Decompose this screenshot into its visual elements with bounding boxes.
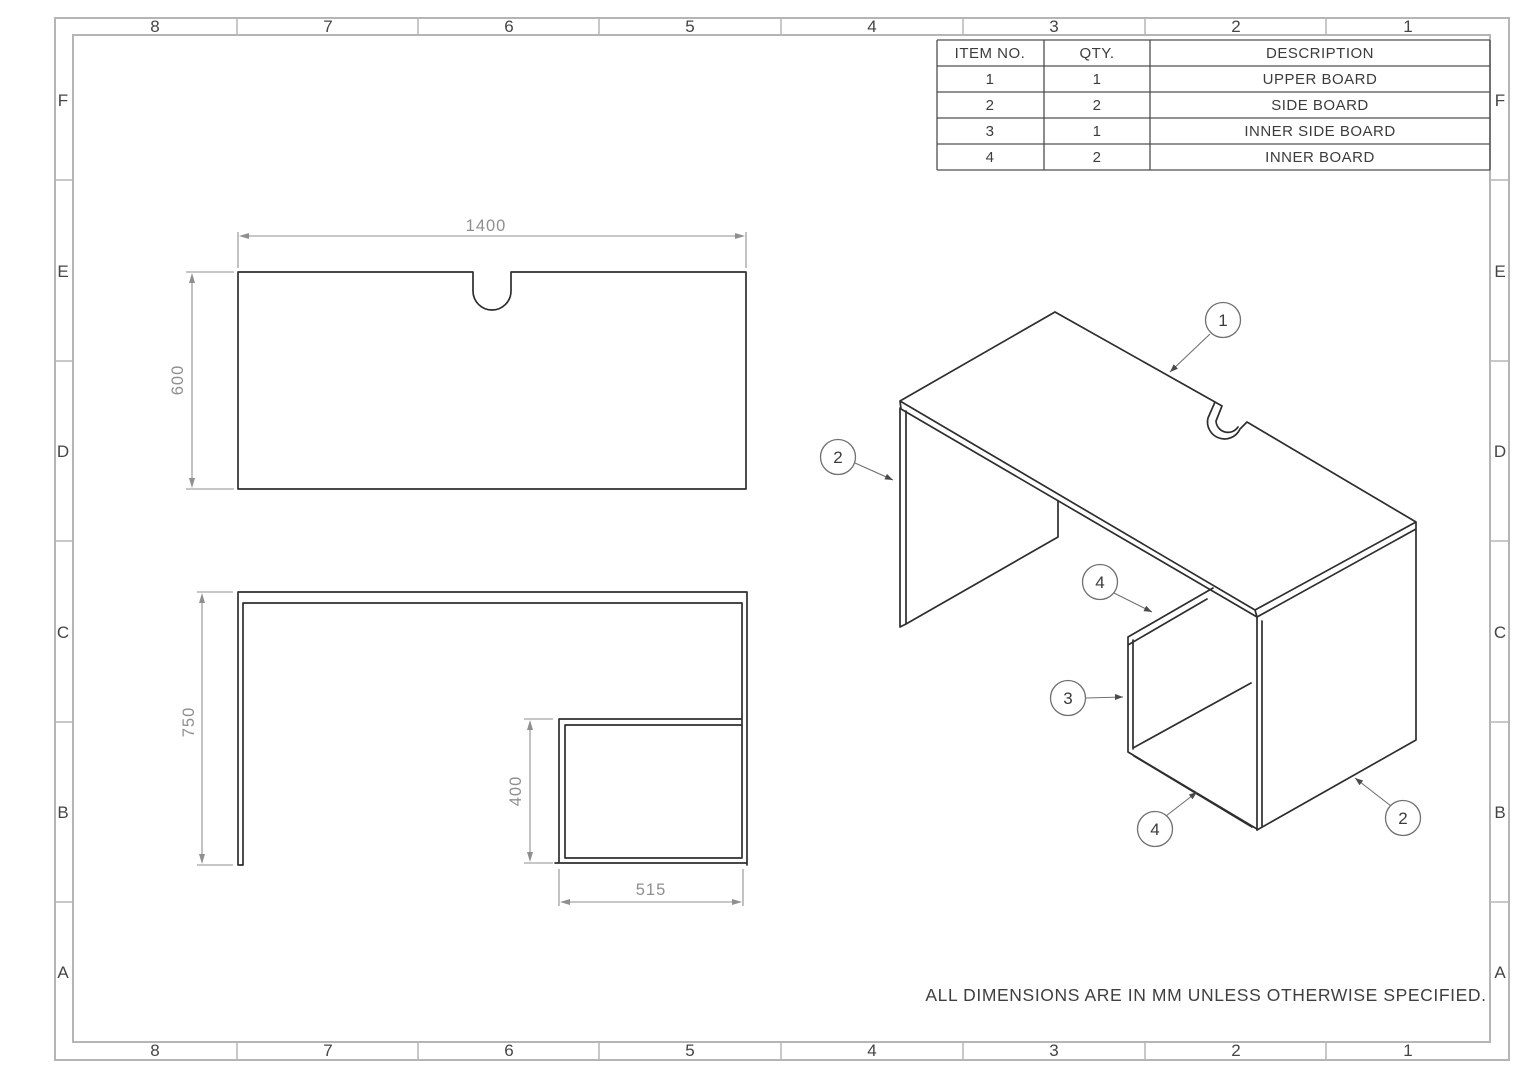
leader-arrowheads — [884, 364, 1364, 800]
zone-row-label: B — [1494, 803, 1505, 822]
zone-row-label: A — [57, 963, 69, 982]
zone-row-label: D — [1494, 442, 1506, 461]
balloon-callout-4-top: 4 — [1081, 563, 1119, 601]
balloon-number: 3 — [1063, 689, 1072, 708]
cabinet-iso — [1127, 587, 1258, 830]
table-cell: 1 — [1093, 71, 1102, 88]
zone-col-label: 6 — [504, 1041, 513, 1060]
table-cell: SIDE BOARD — [1271, 97, 1369, 114]
table-row: 3 1 INNER SIDE BOARD — [986, 123, 1396, 140]
zone-labels-top: 8 7 6 5 4 3 2 1 — [150, 17, 1412, 36]
zone-col-label: 7 — [323, 17, 332, 36]
balloon-leaders — [854, 333, 1392, 817]
table-header-cell: DESCRIPTION — [1266, 45, 1374, 62]
dimension-lines — [201, 600, 735, 903]
dimension-height: 750 — [180, 707, 198, 738]
extension-lines — [197, 591, 744, 906]
dimension-cabinet-width: 515 — [636, 881, 667, 899]
balloon-circle — [1049, 679, 1087, 717]
balloon-circle — [1136, 810, 1174, 848]
zone-col-label: 8 — [150, 17, 159, 36]
zone-col-label: 7 — [323, 1041, 332, 1060]
table-cell: UPPER BOARD — [1263, 71, 1378, 88]
zone-labels-left: F E D C B A — [57, 91, 69, 982]
zone-row-label: E — [1494, 262, 1505, 281]
balloon-callout-3: 3 — [1049, 679, 1087, 717]
zone-col-label: 5 — [685, 1041, 694, 1060]
top-view: 1400 600 — [169, 217, 747, 490]
upper-board-iso — [899, 311, 1417, 831]
isometric-view: 1 2 4 3 4 2 — [819, 301, 1422, 848]
balloon-circle — [1204, 301, 1242, 339]
zone-row-label: C — [1494, 623, 1506, 642]
dimension-lines — [191, 235, 737, 481]
balloon-circle — [1081, 563, 1119, 601]
balloon-number: 1 — [1218, 311, 1227, 330]
zone-col-label: 1 — [1403, 17, 1412, 36]
inner-border — [72, 34, 1491, 1043]
zone-col-label: 6 — [504, 17, 513, 36]
zone-col-label: 5 — [685, 17, 694, 36]
balloon-circle — [1384, 799, 1422, 837]
table-cell: 2 — [986, 97, 995, 114]
sheet-frame: 8 7 6 5 4 3 2 1 8 7 6 5 4 3 2 1 F E D C … — [54, 17, 1510, 1061]
balloon-callout-4-bottom: 4 — [1136, 810, 1174, 848]
side-boards-iso — [899, 407, 1263, 831]
table-cell: 2 — [1093, 149, 1102, 166]
table-row: 1 1 UPPER BOARD — [986, 71, 1378, 88]
zone-labels-right: F E D C B A — [1494, 91, 1506, 982]
table-cell: 4 — [986, 149, 995, 166]
table-cell: 3 — [986, 123, 995, 140]
balloon-callout-2-left: 2 — [819, 438, 857, 476]
balloon-circle — [819, 438, 857, 476]
zone-col-label: 2 — [1231, 1041, 1240, 1060]
parts-table-header-row: ITEM NO. QTY. DESCRIPTION — [955, 45, 1374, 62]
parts-table: ITEM NO. QTY. DESCRIPTION 1 1 UPPER BOAR… — [936, 39, 1491, 171]
table-row: 4 2 INNER BOARD — [986, 149, 1375, 166]
zone-col-label: 1 — [1403, 1041, 1412, 1060]
balloon-number: 4 — [1095, 573, 1104, 592]
zone-row-label: A — [1494, 963, 1506, 982]
zone-col-label: 3 — [1049, 1041, 1058, 1060]
zone-row-label: F — [1495, 91, 1505, 110]
table-header-cell: ITEM NO. — [955, 45, 1026, 62]
zone-col-label: 8 — [150, 1041, 159, 1060]
dimension-depth: 600 — [169, 365, 187, 396]
balloon-number: 2 — [833, 448, 842, 467]
outer-border — [54, 17, 1510, 1061]
balloon-number: 4 — [1150, 820, 1159, 839]
zone-col-label: 3 — [1049, 17, 1058, 36]
table-row: 2 2 SIDE BOARD — [986, 97, 1369, 114]
zone-col-label: 4 — [867, 1041, 876, 1060]
zone-row-label: B — [57, 803, 68, 822]
zone-col-label: 2 — [1231, 17, 1240, 36]
balloon-callout-1: 1 — [1204, 301, 1242, 339]
front-view: 750 400 515 — [180, 591, 748, 906]
zone-ticks — [55, 18, 1509, 1060]
balloon-number: 2 — [1398, 809, 1407, 828]
front-view-outline — [237, 591, 748, 866]
table-cell: 1 — [1093, 123, 1102, 140]
zone-labels-bottom: 8 7 6 5 4 3 2 1 — [150, 1041, 1412, 1060]
extension-lines — [186, 232, 747, 490]
table-cell: INNER BOARD — [1265, 149, 1375, 166]
dimension-width: 1400 — [466, 217, 507, 235]
zone-col-label: 4 — [867, 17, 876, 36]
table-cell: INNER SIDE BOARD — [1244, 123, 1395, 140]
zone-row-label: D — [57, 442, 69, 461]
general-note: ALL DIMENSIONS ARE IN MM UNLESS OTHERWIS… — [925, 985, 1486, 1005]
table-cell: 1 — [986, 71, 995, 88]
table-cell: 2 — [1093, 97, 1102, 114]
upper-board-outline — [237, 271, 747, 490]
zone-row-label: E — [57, 262, 68, 281]
zone-row-label: C — [57, 623, 69, 642]
parts-table-grid — [936, 39, 1491, 171]
dimension-cabinet-height: 400 — [507, 776, 525, 807]
zone-row-label: F — [58, 91, 68, 110]
table-header-cell: QTY. — [1079, 45, 1114, 62]
balloon-callout-2-right: 2 — [1384, 799, 1422, 837]
